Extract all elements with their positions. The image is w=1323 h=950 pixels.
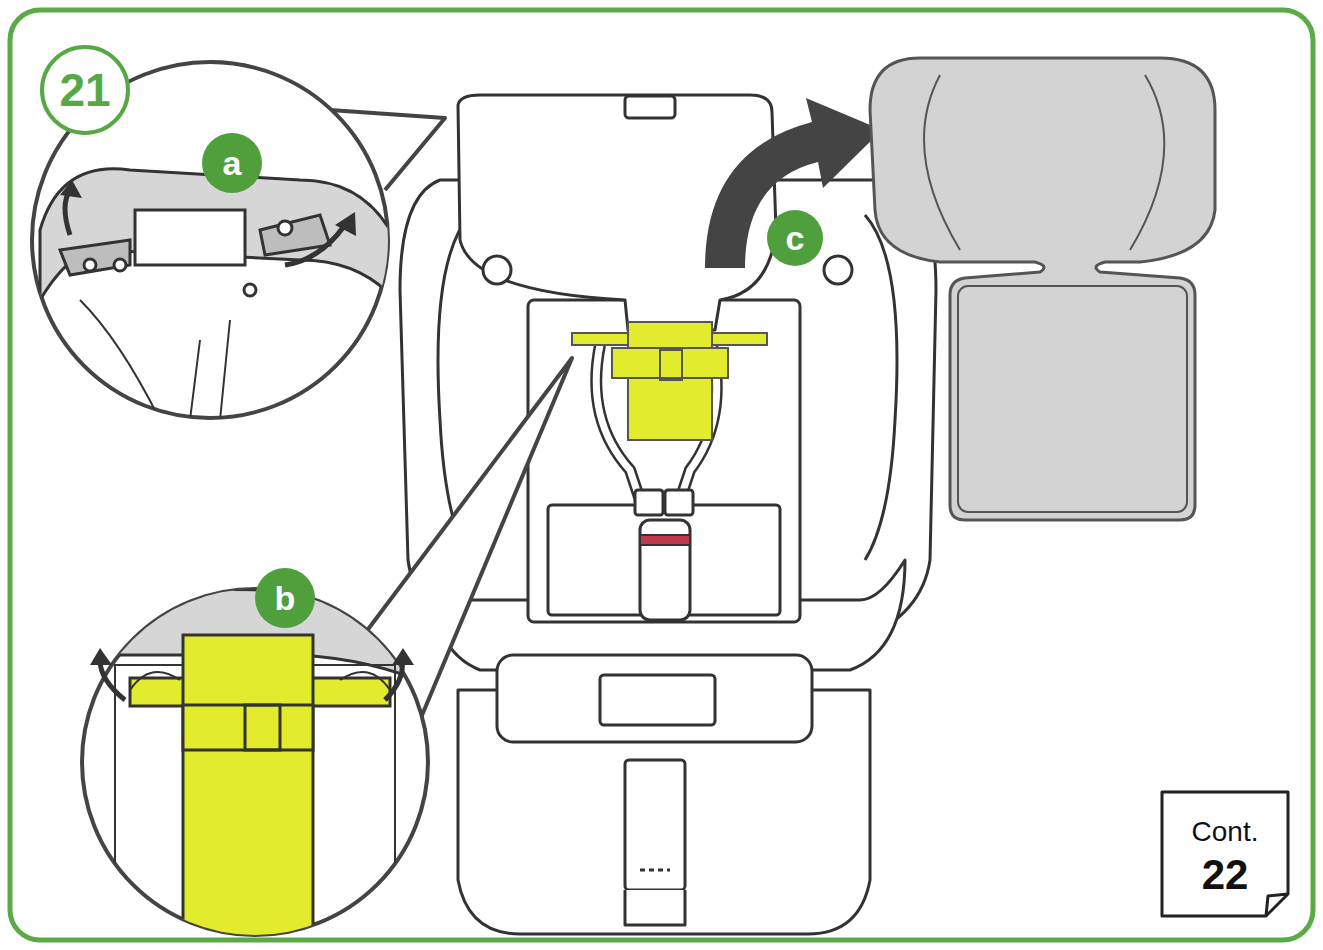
- removal-arrow: [705, 98, 882, 268]
- callout-letter-text: b: [275, 581, 296, 615]
- callout-letter: b: [255, 568, 315, 628]
- harness-clip: [612, 348, 728, 378]
- harness-clip: [660, 350, 682, 380]
- callout-letter: a: [202, 133, 262, 193]
- harness-clip: [628, 322, 712, 440]
- continue-box-text: Cont.: [1192, 818, 1259, 846]
- callout-letter: c: [767, 210, 823, 266]
- step-number: 21: [40, 45, 130, 135]
- continue-box-text: 22: [1202, 854, 1249, 896]
- continue-box: Cont. 22: [1160, 790, 1290, 918]
- step-number-text: 21: [59, 67, 110, 113]
- seat-cover: [870, 58, 1215, 520]
- callout-letter-text: c: [786, 221, 805, 255]
- callout-letter-text: a: [223, 146, 242, 180]
- magnifier-b: [70, 358, 572, 950]
